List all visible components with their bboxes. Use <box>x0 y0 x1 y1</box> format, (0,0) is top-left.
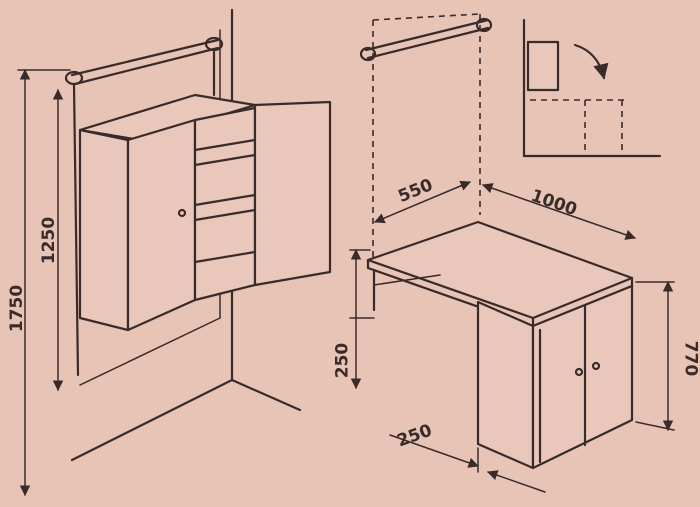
dim-line-250-depth-a <box>389 434 479 468</box>
cabinet-door <box>126 118 197 332</box>
dim-line-250-depth-b <box>487 470 546 493</box>
label-leg-offset: 250 <box>332 342 353 379</box>
left-figure <box>17 8 332 497</box>
right-figure <box>349 13 675 493</box>
dim-tick-770-bottom <box>635 421 675 431</box>
wall-dash-top <box>372 13 481 21</box>
cabinet-side <box>78 128 130 332</box>
shelf-2 <box>193 193 257 207</box>
lower-cabinet-knob-left <box>574 367 584 377</box>
rail2-bottom <box>366 26 490 60</box>
label-total-height: 1750 <box>7 284 28 333</box>
inset-folded-board <box>526 40 560 92</box>
floor-right-line <box>230 378 302 412</box>
rail2-bracket-left <box>359 46 377 62</box>
lower-cabinet-knob-right <box>591 361 601 371</box>
cabinet-open-door <box>253 100 332 287</box>
shelf-3 <box>193 250 257 264</box>
dim-line-depth-550 <box>374 180 471 224</box>
wall-baseline <box>79 317 221 386</box>
cabinet-knob <box>177 208 187 218</box>
fold-inset <box>522 18 662 158</box>
shelf-2-front <box>193 208 257 222</box>
dim-line-width-1000 <box>482 183 636 240</box>
rail2-bracket-right <box>475 17 493 33</box>
shelf-1 <box>193 138 257 152</box>
label-cabinet-height: 1250 <box>39 216 60 265</box>
rail-bar-bottom <box>73 46 220 86</box>
table-support-brace <box>373 274 441 286</box>
rail-bar-top <box>70 38 220 77</box>
shelf-1-front <box>193 153 257 167</box>
floor-left-line <box>70 378 234 462</box>
label-cabinet-height-lower: 770 <box>680 340 700 377</box>
lower-cabinet-front <box>531 284 634 470</box>
rail-post-left <box>72 82 80 377</box>
inset-fold-arrow <box>573 43 609 80</box>
rail-bracket-right <box>204 36 224 52</box>
rail2-top <box>364 18 490 52</box>
lower-cabinet-side <box>476 300 535 470</box>
